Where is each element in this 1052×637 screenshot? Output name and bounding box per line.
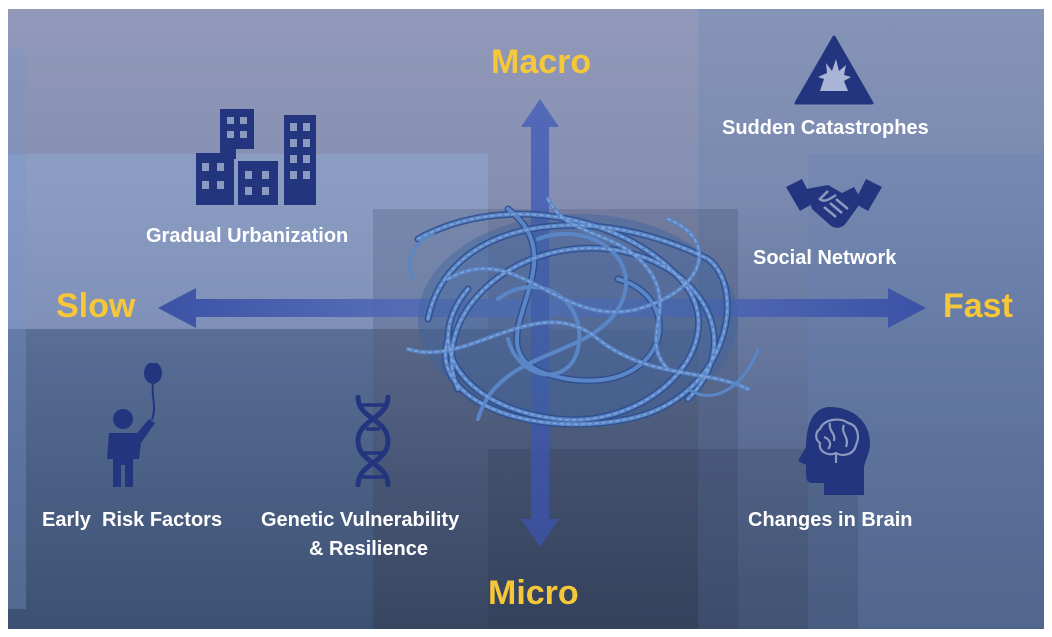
warning-explosion-icon bbox=[794, 35, 874, 105]
tangled-rope-image bbox=[406, 197, 760, 428]
label-social-network: Social Network bbox=[753, 247, 897, 269]
bg-panel bbox=[8, 9, 698, 329]
child-balloon-icon bbox=[103, 363, 167, 489]
label-resilience: & Resilience bbox=[309, 538, 428, 560]
diagram-canvas: Macro Micro Slow Fast bbox=[8, 9, 1044, 629]
label-gradual-urbanization: Gradual Urbanization bbox=[146, 225, 349, 247]
axis-label-macro: Macro bbox=[491, 43, 592, 81]
handshake-icon bbox=[784, 177, 884, 233]
bg-panel bbox=[8, 329, 373, 629]
bg-panel bbox=[488, 449, 858, 629]
bg-panel bbox=[698, 9, 1044, 629]
head-brain-icon bbox=[794, 405, 874, 497]
buildings-icon bbox=[196, 109, 322, 205]
bg-panel bbox=[808, 154, 1044, 629]
label-early-risk-factors: Early Risk Factors bbox=[42, 509, 223, 531]
label-changes-in-brain: Changes in Brain bbox=[748, 509, 913, 531]
dna-icon bbox=[350, 395, 396, 487]
axis-label-fast: Fast bbox=[943, 287, 1013, 325]
axis-label-slow: Slow bbox=[56, 287, 136, 325]
bg-panel bbox=[8, 49, 26, 609]
axis-label-micro: Micro bbox=[488, 574, 579, 612]
label-sudden-catastrophes: Sudden Catastrophes bbox=[722, 117, 929, 139]
label-genetic-vulnerability: Genetic Vulnerability bbox=[261, 509, 460, 531]
